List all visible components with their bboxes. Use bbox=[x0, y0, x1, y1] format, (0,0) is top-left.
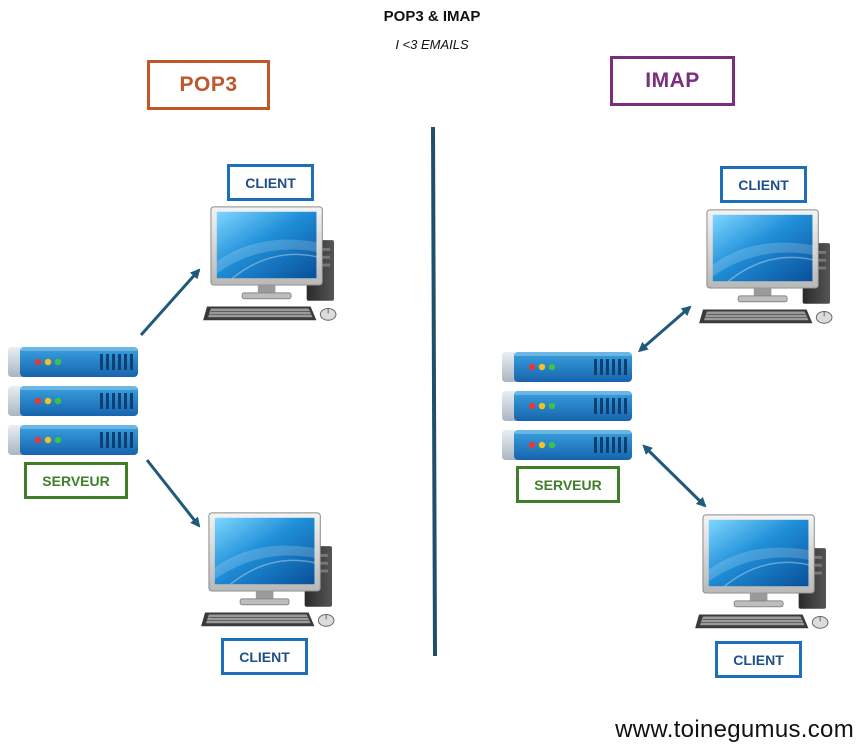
imap-server-icon bbox=[502, 352, 632, 460]
pop3-bottom-client-label: CLIENT bbox=[239, 648, 290, 665]
pop3-server-label-box: SERVEUR bbox=[24, 462, 128, 499]
pop3-server-icon bbox=[8, 347, 138, 455]
pop3-bottom-client-label-box: CLIENT bbox=[221, 638, 308, 675]
imap-bottom-client-label: CLIENT bbox=[733, 651, 784, 668]
diagram-subtitle: I <3 EMAILS bbox=[395, 37, 469, 52]
pop3-top-computer-icon bbox=[202, 206, 337, 321]
imap-arrow-bottom-client bbox=[642, 444, 707, 508]
pop3-arrow-to-bottom-client bbox=[145, 459, 201, 528]
imap-arrow-top-client bbox=[637, 305, 692, 353]
imap-top-client-label-box: CLIENT bbox=[720, 166, 807, 203]
imap-title-box: IMAP bbox=[610, 56, 735, 106]
pop3-top-client-label-box: CLIENT bbox=[227, 164, 314, 201]
pop3-top-client-label: CLIENT bbox=[245, 174, 296, 191]
site-watermark: www.toinegumus.com bbox=[615, 716, 854, 743]
pop3-arrow-to-top-client bbox=[139, 268, 201, 336]
diagram-title: POP3 & IMAP bbox=[383, 8, 481, 25]
imap-bottom-computer-icon bbox=[694, 514, 829, 629]
imap-top-computer-icon bbox=[698, 209, 833, 324]
imap-title: IMAP bbox=[645, 69, 700, 92]
pop3-title-box: POP3 bbox=[147, 60, 270, 110]
center-divider bbox=[431, 126, 437, 657]
imap-bottom-client-label-box: CLIENT bbox=[715, 641, 802, 678]
pop3-server-label: SERVEUR bbox=[42, 472, 110, 489]
imap-server-label-box: SERVEUR bbox=[516, 466, 620, 503]
pop3-bottom-computer-icon bbox=[200, 512, 335, 627]
imap-top-client-label: CLIENT bbox=[738, 176, 789, 193]
imap-server-label: SERVEUR bbox=[534, 476, 602, 493]
pop3-title: POP3 bbox=[179, 73, 238, 96]
